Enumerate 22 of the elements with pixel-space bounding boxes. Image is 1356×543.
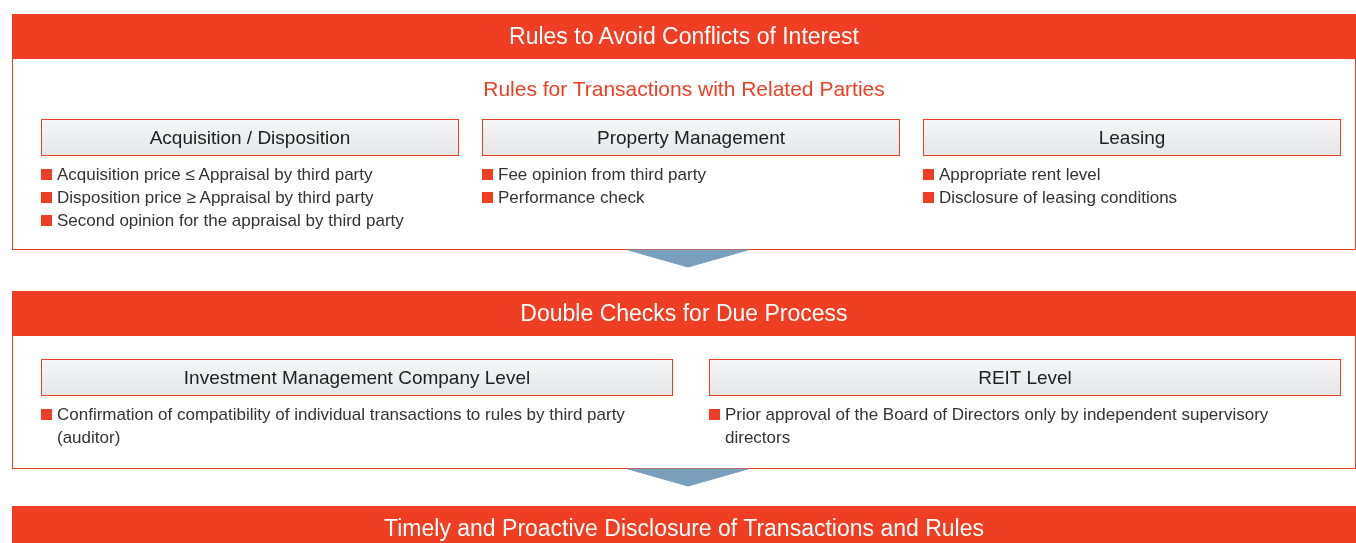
section-header: Rules to Avoid Conflicts of Interest bbox=[12, 14, 1356, 59]
bullet-item: Prior approval of the Board of Directors only by independent supervisory directors bbox=[709, 403, 1301, 449]
bullet-item: Second opinion for the appraisal by third party bbox=[41, 209, 419, 232]
bullet-item: Acquisition price ≤ Appraisal by third party bbox=[41, 163, 419, 186]
category-title: Property Management bbox=[482, 119, 900, 156]
bullet-item: Fee opinion from third party bbox=[482, 163, 860, 186]
category-title: Leasing bbox=[923, 119, 1341, 156]
category-title: Acquisition / Disposition bbox=[41, 119, 459, 156]
bullet-item: Disclosure of leasing conditions bbox=[923, 186, 1301, 209]
section-header: Timely and Proactive Disclosure of Transactions and Rules bbox=[12, 506, 1356, 543]
section-panel bbox=[12, 14, 1356, 250]
section-subheading: Rules for Transactions with Related Parties bbox=[482, 77, 886, 101]
section-header: Double Checks for Due Process bbox=[12, 291, 1356, 336]
category-title: REIT Level bbox=[709, 359, 1341, 396]
bullet-item: Appropriate rent level bbox=[923, 163, 1301, 186]
bullet-item: Disposition price ≥ Appraisal by third party bbox=[41, 186, 419, 209]
section-panel bbox=[12, 291, 1356, 469]
chevron-arrow bbox=[627, 249, 749, 268]
category-title: Investment Management Company Level bbox=[41, 359, 673, 396]
chevron-arrow bbox=[627, 468, 749, 487]
bullet-item: Confirmation of compatibility of individual transactions to rules by third party (auditor) bbox=[41, 403, 633, 449]
bullet-item: Performance check bbox=[482, 186, 860, 209]
